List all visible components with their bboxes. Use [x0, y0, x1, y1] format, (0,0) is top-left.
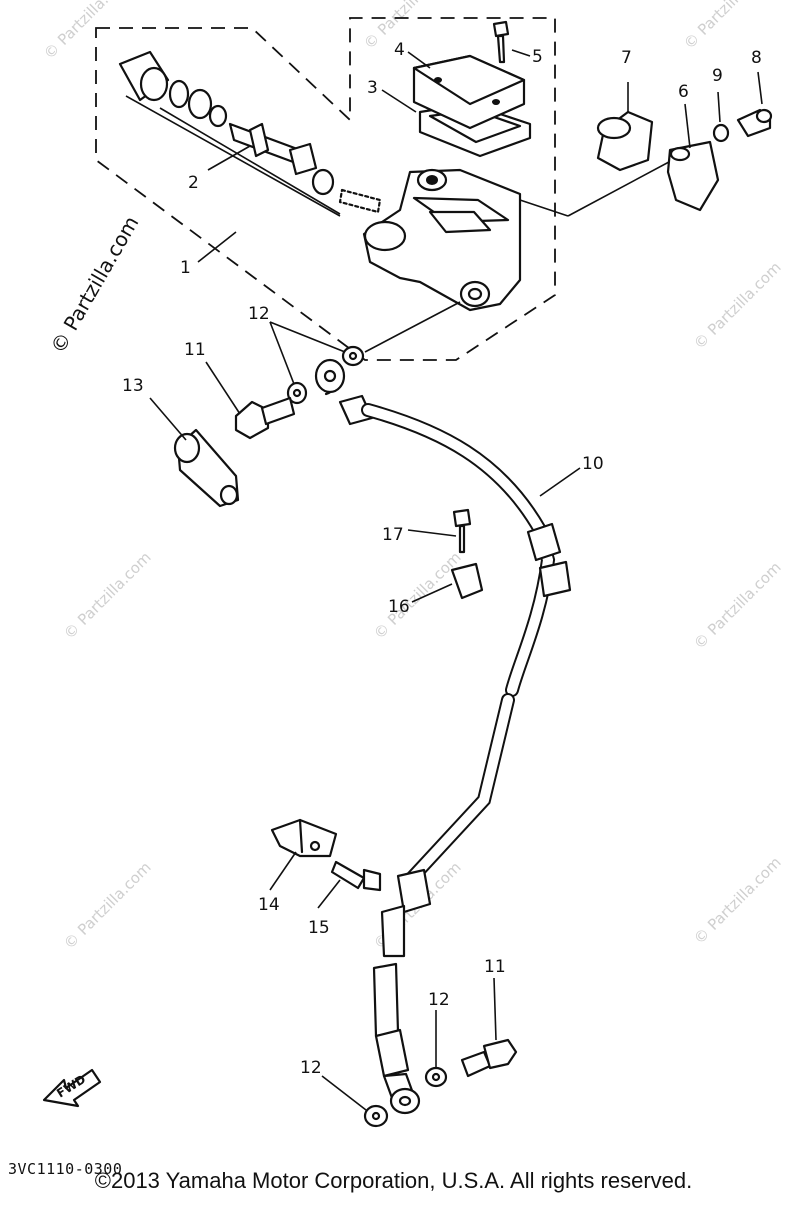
watermark-faint: © Partzilla.com	[60, 858, 155, 953]
brake-hose	[314, 358, 581, 1115]
watermark-faint: © Partzilla.com	[690, 258, 785, 353]
reservoir-cap-parts	[381, 20, 532, 158]
callout-8: 8	[751, 48, 762, 68]
hose-guide-lower	[269, 818, 382, 909]
watermark-faint: © Partzilla.com	[360, 0, 455, 53]
leader-1	[197, 231, 237, 263]
union-bolt-upper	[205, 301, 461, 440]
forward-arrow-icon: FWD	[42, 1068, 102, 1108]
callout-4: 4	[394, 40, 405, 60]
watermark-faint: © Partzilla.com	[690, 853, 785, 948]
callout-5: 5	[532, 47, 543, 67]
watermark-faint: © Partzilla.com	[680, 0, 775, 53]
callout-11: 11	[484, 957, 506, 977]
watermark-faint: © Partzilla.com	[60, 548, 155, 643]
callout-13: 13	[122, 376, 144, 396]
assembly-boundary	[95, 17, 556, 361]
watermark-faint: © Partzilla.com	[40, 0, 135, 63]
copyright-notice: ©2013 Yamaha Motor Corporation, U.S.A. A…	[94, 1168, 693, 1193]
callout-16: 16	[388, 597, 410, 617]
callout-10: 10	[582, 454, 604, 474]
union-bolt-lower	[321, 977, 518, 1128]
callout-17: 17	[382, 525, 404, 545]
callout-1: 1	[180, 258, 191, 278]
brake-cap	[149, 397, 240, 508]
callout-2: 2	[188, 173, 199, 193]
callout-12: 12	[248, 304, 270, 324]
callout-15: 15	[308, 918, 330, 938]
callouts: 1 2 3 4 5 6 7 8 9 10 11 11 12 12 12 13 1…	[122, 40, 762, 1078]
callout-3: 3	[367, 78, 378, 98]
watermark-main: © Partzilla.com	[46, 212, 144, 358]
watermark-faint: © Partzilla.com	[370, 548, 465, 643]
hose-clamp-upper	[407, 508, 484, 603]
callout-11: 11	[184, 340, 206, 360]
master-cylinder-body	[362, 154, 683, 312]
piston-kit	[118, 50, 382, 217]
faint-watermarks: © Partzilla.com © Partzilla.com © Partzi…	[40, 0, 785, 953]
callout-9: 9	[712, 66, 723, 86]
holder-parts	[596, 71, 773, 212]
diagram-code: 3VC1110-0300	[8, 1160, 123, 1178]
watermark-faint: © Partzilla.com	[690, 558, 785, 653]
callout-6: 6	[678, 82, 689, 102]
callout-12: 12	[300, 1058, 322, 1078]
callout-14: 14	[258, 895, 280, 915]
callout-12: 12	[428, 990, 450, 1010]
callout-7: 7	[621, 48, 632, 68]
